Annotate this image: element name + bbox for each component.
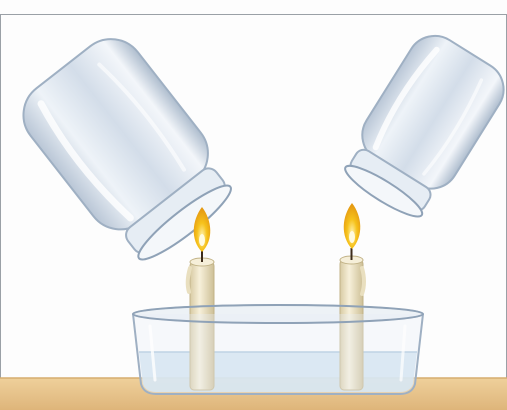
basin-body (133, 314, 423, 394)
